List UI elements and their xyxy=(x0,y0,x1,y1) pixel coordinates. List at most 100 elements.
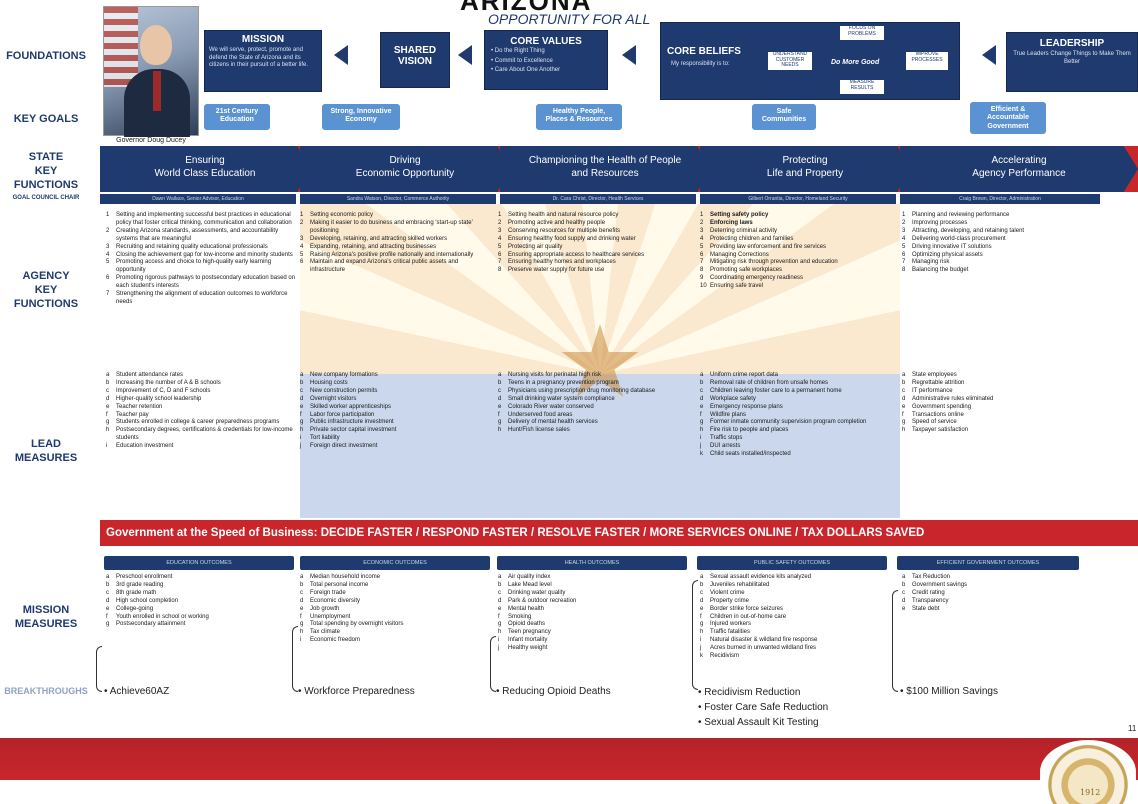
list-marker: g xyxy=(902,419,906,426)
list-marker: 8 xyxy=(498,267,502,274)
list-text: Wildfire plans xyxy=(710,411,747,418)
list-text: Former inmate community supervision prog… xyxy=(710,419,867,426)
list-marker: 7 xyxy=(498,259,502,266)
list-marker: e xyxy=(106,605,110,612)
list-marker: 6 xyxy=(106,275,110,282)
row-label-key-goals: KEY GOALS xyxy=(13,113,79,125)
list-marker: k xyxy=(700,653,703,660)
belief-improve-processes: IMPROVE PROCESSES xyxy=(905,51,949,71)
list-marker: 4 xyxy=(700,235,704,242)
list-text: Tort liability xyxy=(310,435,340,442)
list-text: Tax climate xyxy=(310,629,341,636)
list-marker: c xyxy=(106,589,109,596)
list-text: Maintain and expand Arizona's critical p… xyxy=(310,259,459,274)
row-label-goal-council-chair: GOAL COUNCIL CHAIR xyxy=(12,195,80,201)
list-marker: i xyxy=(700,637,702,644)
list-text: Ensuring safe travel xyxy=(710,283,764,290)
list-marker: 5 xyxy=(106,259,110,266)
governor-caption: Governor Doug Ducey xyxy=(116,137,186,144)
list-marker: g xyxy=(106,419,110,426)
list-marker: 2 xyxy=(700,219,704,226)
list-marker: 1 xyxy=(300,212,304,218)
mission-head-health: HEALTH OUTCOMES xyxy=(497,556,687,570)
list-text: Optimizing physical assets xyxy=(912,251,983,258)
list-marker: 5 xyxy=(300,251,304,258)
list-text: Workplace safety xyxy=(710,395,756,402)
list-text: College-going xyxy=(116,605,154,612)
list-marker: a xyxy=(106,574,110,580)
list-marker: c xyxy=(902,589,905,596)
state-title: ARIZONA xyxy=(460,0,593,16)
belief-understand-needs: UNDERSTAND CUSTOMER NEEDS xyxy=(767,51,813,71)
list-marker: 1 xyxy=(498,212,502,218)
list-text: Median household income xyxy=(310,574,381,580)
list-text: Underserved food areas xyxy=(508,411,573,418)
breakthrough-item: • Sexual Assault Kit Testing xyxy=(698,717,819,728)
bracket-health xyxy=(490,636,496,692)
list-marker: d xyxy=(106,395,110,402)
list-text: State employees xyxy=(912,372,957,378)
list-marker: b xyxy=(902,379,906,386)
list-text: Coordinating emergency readiness xyxy=(710,275,804,282)
list-marker: 8 xyxy=(902,267,906,274)
bracket-economy xyxy=(292,626,298,692)
list-text: Driving innovative IT solutions xyxy=(912,243,992,250)
list-marker: 1 xyxy=(700,212,704,218)
list-text: Deterring criminal activity xyxy=(710,227,778,234)
list-marker: 3 xyxy=(300,235,304,242)
governor-photo xyxy=(103,6,199,137)
mission-head-economic: ECONOMIC OUTCOMES xyxy=(300,556,490,570)
list-marker: h xyxy=(902,427,906,434)
seal-year: 1912 xyxy=(1080,788,1101,797)
list-text: Teacher retention xyxy=(116,403,163,410)
list-marker: d xyxy=(300,395,304,402)
chair-health: Dr. Cara Christ, Director, Health Servic… xyxy=(500,194,696,204)
list-text: Expanding, retaining, and attracting bus… xyxy=(310,243,437,250)
list-marker: f xyxy=(700,613,702,620)
list-marker: c xyxy=(700,387,703,394)
function-health: Championing the Health of People and Res… xyxy=(500,146,710,192)
list-text: Overnight visitors xyxy=(310,395,357,402)
list-text: Planning and reviewing performance xyxy=(912,212,1010,218)
list-marker: i xyxy=(300,637,302,644)
list-text: Closing the achievement gap for low-inco… xyxy=(116,251,293,258)
list-marker: e xyxy=(498,403,502,410)
list-marker: g xyxy=(498,419,502,426)
list-text: Teens in a pregnancy prevention program xyxy=(508,379,619,386)
list-marker: a xyxy=(498,574,502,580)
list-marker: 3 xyxy=(700,227,704,234)
chair-safety: Gilbert Orrantia, Director, Homeland Sec… xyxy=(700,194,896,204)
list-text: Teacher pay xyxy=(116,411,149,418)
list-text: State debt xyxy=(912,605,940,612)
list-text: New construction permits xyxy=(310,387,378,394)
